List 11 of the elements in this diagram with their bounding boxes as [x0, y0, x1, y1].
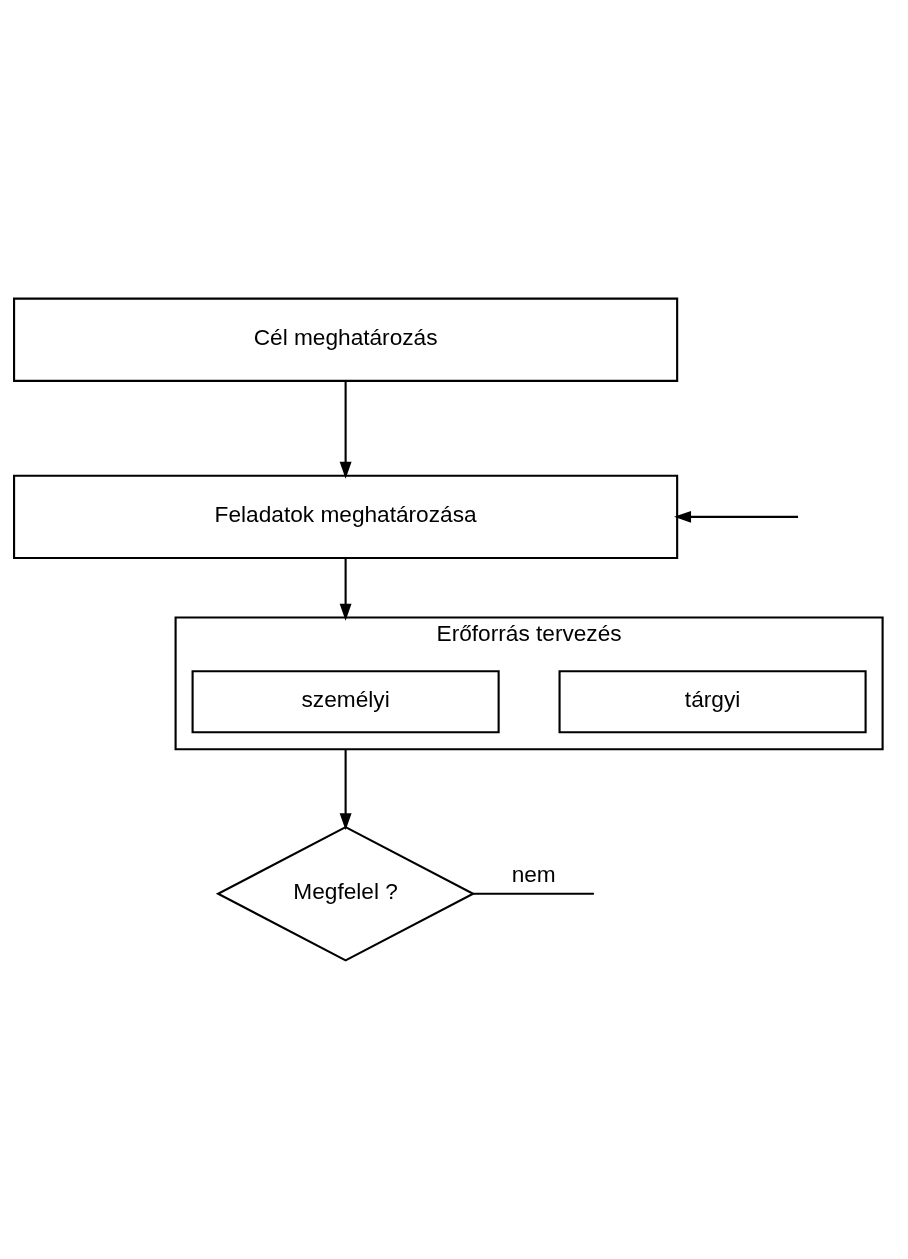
- node-box: tárgyi: [558, 670, 867, 734]
- node-diamond: Megfelel ?: [215, 825, 476, 962]
- arrow: [339, 749, 352, 831]
- arrow: [674, 510, 799, 523]
- node-box: Cél meghatározás: [13, 297, 679, 382]
- node-box: személyi: [191, 670, 500, 734]
- arrow: [339, 558, 352, 621]
- connector: [473, 892, 594, 895]
- edge-label: nem: [511, 861, 556, 888]
- arrow: [339, 381, 352, 479]
- node-box: Feladatok meghatározása: [13, 474, 679, 559]
